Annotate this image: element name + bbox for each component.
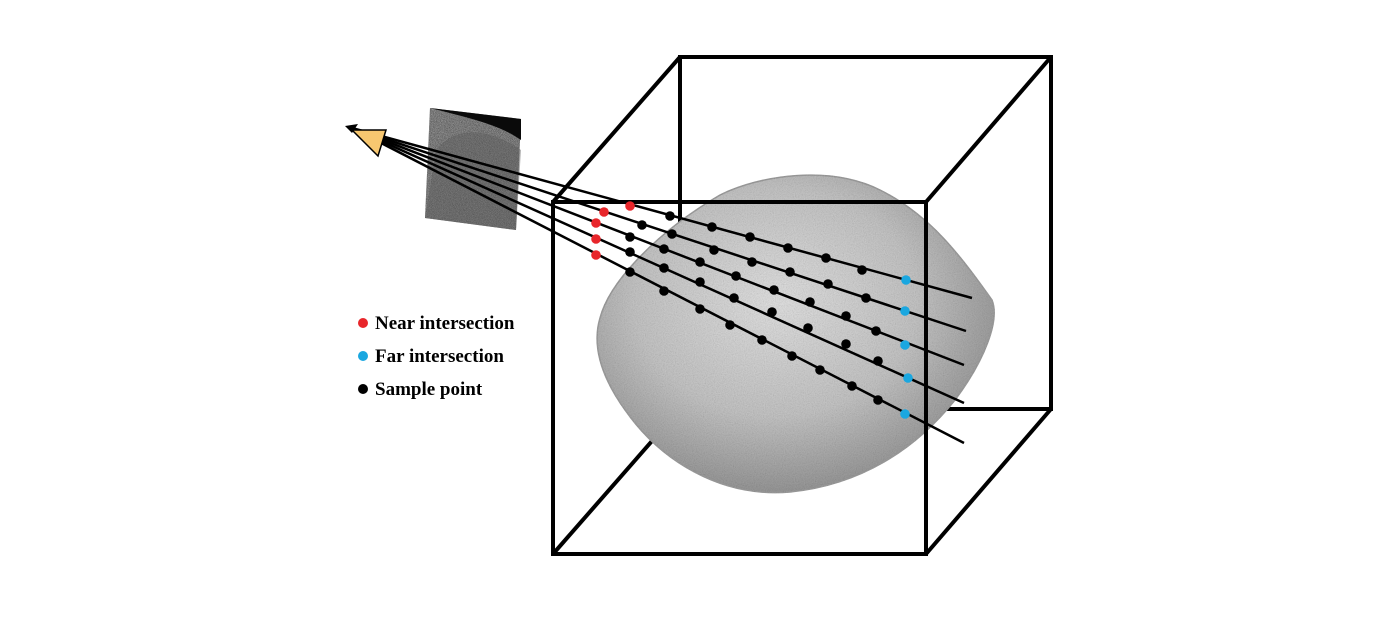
sample-point	[873, 395, 883, 405]
sample-point	[745, 232, 755, 242]
sample-point	[695, 277, 705, 287]
sample-point	[667, 229, 677, 239]
sample-point	[805, 297, 815, 307]
far-dot-icon	[358, 350, 368, 361]
sample-point	[625, 232, 635, 242]
sample-point	[625, 267, 635, 277]
sample-point	[841, 311, 851, 321]
sample-point	[709, 245, 719, 255]
sample-point	[707, 222, 717, 232]
near-intersection-point	[599, 207, 609, 217]
sample-point	[757, 335, 767, 345]
sample-point	[725, 320, 735, 330]
sample-point	[873, 356, 883, 366]
sample-point	[659, 244, 669, 254]
legend: Near intersection Far intersection Sampl…	[358, 311, 514, 410]
far-intersection-point	[901, 275, 911, 285]
sample-point	[731, 271, 741, 281]
bounding-box-front	[551, 200, 928, 556]
sample-point	[803, 323, 813, 333]
sample-point	[871, 326, 881, 336]
ray-1	[351, 126, 973, 300]
far-intersection-point	[900, 306, 910, 316]
sample-point	[659, 286, 669, 296]
sample-point	[665, 211, 675, 221]
sample-point	[821, 253, 831, 263]
ray-3	[351, 126, 965, 367]
sample-dot-icon	[358, 383, 368, 394]
sample-point	[823, 279, 833, 289]
near-dot-icon	[358, 317, 368, 328]
sample-point	[659, 263, 669, 273]
sample-point	[637, 220, 647, 230]
sample-point	[769, 285, 779, 295]
near-intersection-point	[625, 201, 635, 211]
legend-sample-label: Sample point	[375, 379, 483, 400]
sample-point	[767, 307, 777, 317]
far-intersection-point	[900, 340, 910, 350]
sample-point	[747, 257, 757, 267]
ray-5	[351, 126, 965, 445]
legend-near-label: Near intersection	[375, 313, 515, 334]
near-intersection-point	[591, 250, 601, 260]
sample-point	[815, 365, 825, 375]
legend-near: Near intersection	[358, 311, 514, 344]
sample-point	[857, 265, 867, 275]
sample-point	[695, 257, 705, 267]
sample-point	[787, 351, 797, 361]
camera-icon	[345, 124, 388, 158]
sample-point	[729, 293, 739, 303]
sample-point	[861, 293, 871, 303]
far-intersection-point	[900, 409, 910, 419]
sample-points	[591, 201, 913, 419]
sample-point	[783, 243, 793, 253]
sample-point	[841, 339, 851, 349]
far-intersection-point	[903, 373, 913, 383]
sample-point	[695, 304, 705, 314]
asteroid-shape	[596, 174, 995, 494]
legend-far: Far intersection	[358, 344, 514, 377]
near-intersection-point	[591, 218, 601, 228]
legend-far-label: Far intersection	[375, 346, 504, 367]
sample-point	[847, 381, 857, 391]
sample-point	[785, 267, 795, 277]
legend-sample: Sample point	[358, 377, 514, 410]
ray-4	[351, 126, 965, 405]
near-intersection-point	[591, 234, 601, 244]
sample-point	[625, 247, 635, 257]
